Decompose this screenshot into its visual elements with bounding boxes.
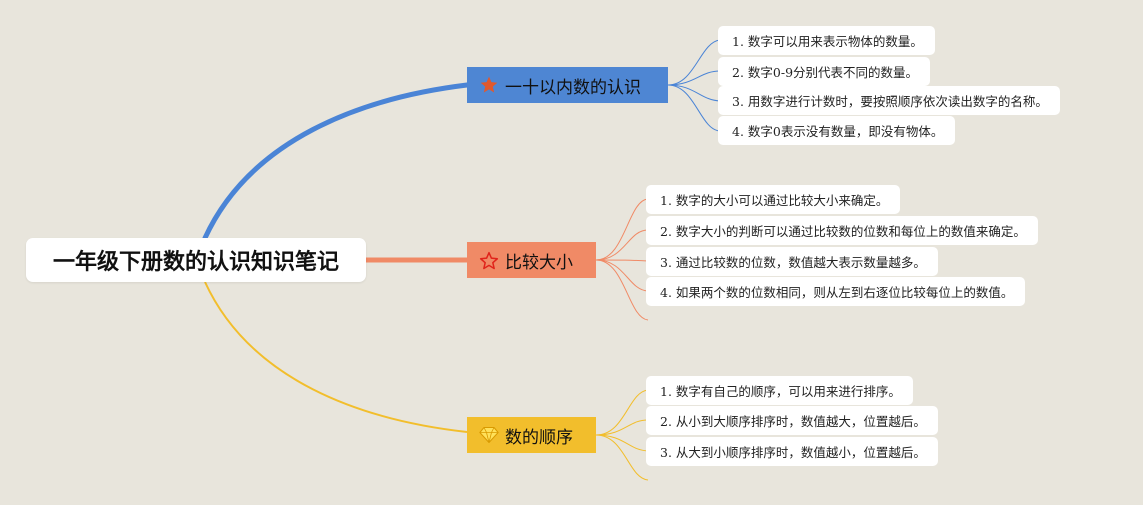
links-branch2: [595, 198, 649, 321]
diamond-icon: [479, 425, 499, 445]
leaf-node[interactable]: 1. 数字有自己的顺序，可以用来进行排序。: [646, 376, 913, 405]
leaf-node[interactable]: 1. 数字可以用来表示物体的数量。: [718, 26, 935, 55]
branch-label: 一十以内数的认识: [505, 77, 641, 98]
root-topic[interactable]: 一年级下册数的认识知识笔记: [26, 238, 366, 282]
links-branch3: [595, 389, 649, 481]
leaf-node[interactable]: 1. 数字的大小可以通过比较大小来确定。: [646, 185, 901, 214]
branch-number-recognition[interactable]: 一十以内数的认识: [467, 67, 668, 103]
branch-label: 比较大小: [505, 252, 573, 273]
branch-label: 数的顺序: [505, 427, 573, 448]
leaf-node[interactable]: 3. 通过比较数的位数，数值越大表示数量越多。: [646, 247, 938, 276]
leaf-node[interactable]: 3. 用数字进行计数时，要按照顺序依次读出数字的名称。: [718, 86, 1060, 115]
branch-number-order[interactable]: 数的顺序: [467, 417, 596, 453]
links-branch1: [667, 39, 721, 132]
leaf-node[interactable]: 2. 数字大小的判断可以通过比较数的位数和每位上的数值来确定。: [646, 216, 1038, 245]
branch-compare-size[interactable]: 比较大小: [467, 242, 596, 278]
link-root-branch1: [202, 82, 470, 241]
leaf-node[interactable]: 4. 如果两个数的位数相同，则从左到右逐位比较每位上的数值。: [646, 277, 1026, 306]
leaf-node[interactable]: 3. 从大到小顺序排序时，数值越小，位置越后。: [646, 437, 938, 466]
star-outline-icon: [479, 250, 499, 270]
star-icon: [479, 75, 499, 95]
leaf-node[interactable]: 2. 从小到大顺序排序时，数值越大，位置越后。: [646, 406, 938, 435]
link-root-branch3: [204, 281, 468, 433]
leaf-node[interactable]: 4. 数字0表示没有数量，即没有物体。: [718, 116, 956, 145]
leaf-node[interactable]: 2. 数字0-9分别代表不同的数量。: [718, 57, 931, 86]
